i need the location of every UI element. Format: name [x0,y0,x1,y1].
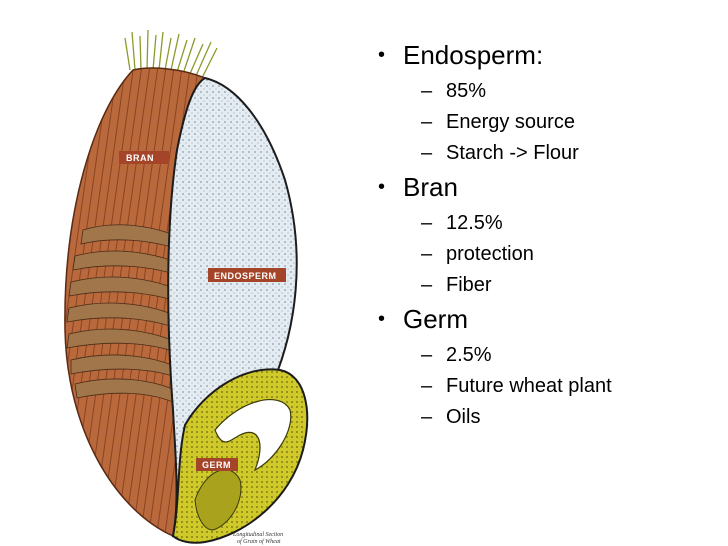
dash-icon: – [421,243,433,265]
germ-label-box: GERM [196,458,238,471]
dash-icon: – [421,142,433,164]
bullet-icon: • [378,308,386,330]
dash-icon: – [421,111,433,133]
sub-bullet: –Fiber [378,273,723,297]
dash-icon: – [421,406,433,428]
sub-bullet: –Starch -> Flour [378,141,723,165]
sub-bullet: –protection [378,242,723,266]
germ-embryo [194,469,242,531]
bullet-germ: • Germ [378,304,723,334]
germ-scutellum [214,399,292,472]
endosperm-label-box: ENDOSPERM [208,268,286,282]
sub-bullet-text: Starch -> Flour [446,142,579,164]
seed-coat-ridges [66,224,188,405]
sub-bullet-text: 85% [446,80,487,102]
bullet-title: Endosperm: [403,40,544,70]
dash-icon: – [421,212,433,234]
dash-icon: – [421,274,433,296]
bran-label-box: BRAN [119,151,169,164]
sub-bullet-text: Fiber [446,274,492,296]
sub-bullet: –12.5% [378,211,723,235]
dash-icon: – [421,344,433,366]
bullet-icon: • [378,44,386,66]
sub-bullet: –85% [378,79,723,103]
diagram-caption-line-1: Longitudinal Section [232,532,283,538]
dash-icon: – [421,80,433,102]
germ-label: GERM [202,460,231,470]
brush-hairs [124,30,218,81]
sub-bullet-text: 2.5% [446,344,492,366]
bullet-bran: • Bran [378,172,723,202]
sub-bullet: –Energy source [378,110,723,134]
wheat-kernel-diagram: BRAN ENDOSPERM GERM Longitudinal Section… [64,30,309,545]
bullet-endosperm: • Endosperm: [378,40,723,70]
sub-bullet-text: Oils [446,406,481,428]
endosperm-label: ENDOSPERM [214,271,277,281]
diagram-caption-line-2: of Grain of Wheat [237,538,281,545]
sub-bullet-text: 12.5% [446,212,503,234]
sub-bullet-text: Future wheat plant [446,375,612,397]
bullet-icon: • [378,176,386,198]
sub-bullet-text: protection [446,243,534,265]
bran-label: BRAN [126,153,154,163]
bullet-title: Bran [403,172,458,202]
dash-icon: – [421,375,433,397]
sub-bullet: –2.5% [378,343,723,367]
sub-bullet: –Oils [378,405,723,429]
bullet-title: Germ [403,304,468,334]
sub-bullet: –Future wheat plant [378,374,723,398]
sub-bullet-text: Energy source [446,111,575,133]
bullet-list: • Endosperm: –85% –Energy source –Starch… [378,40,723,436]
